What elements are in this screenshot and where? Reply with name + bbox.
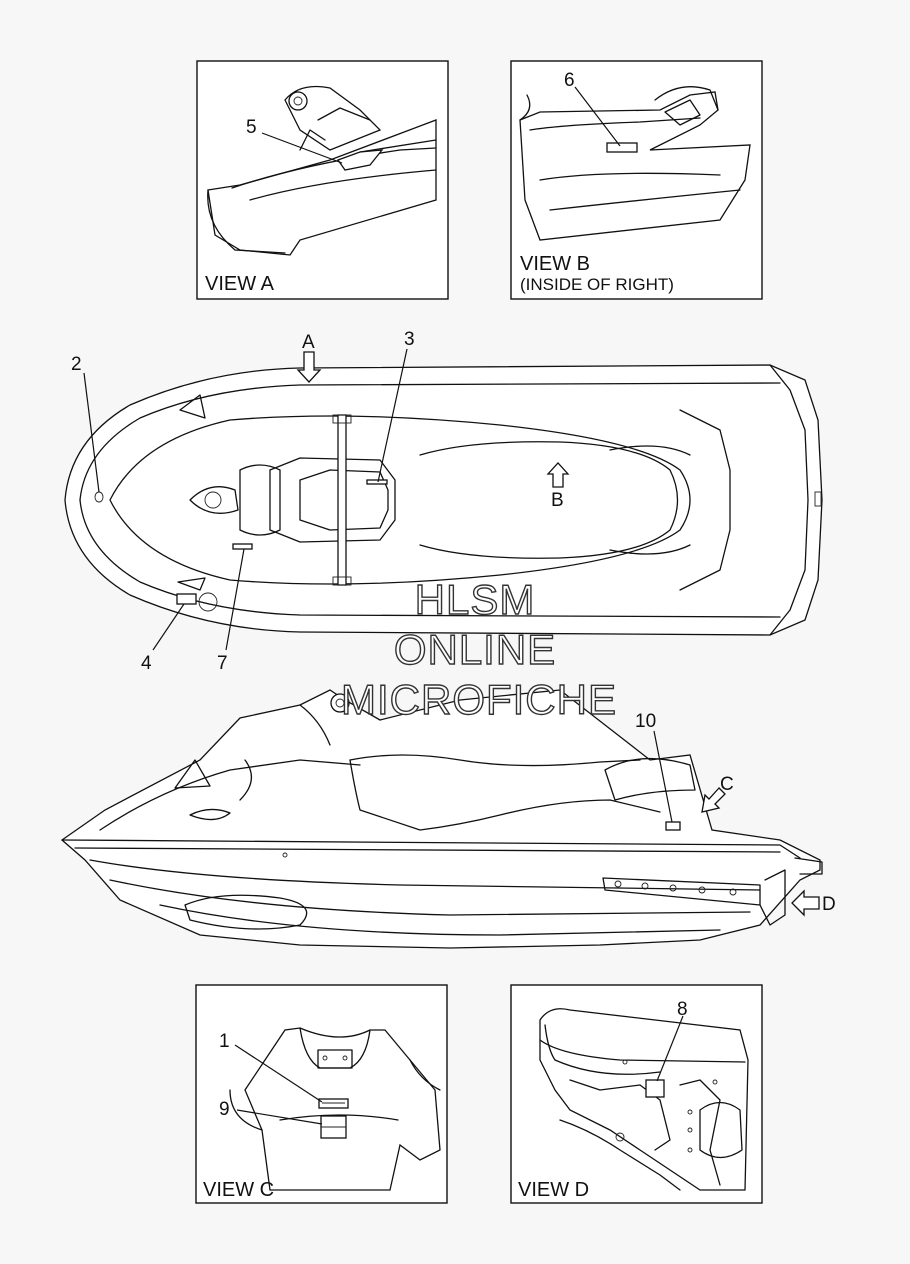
top-view-drawing	[64, 351, 823, 636]
callout-6: 6	[564, 70, 575, 91]
view-b-subcaption: (INSIDE OF RIGHT)	[520, 275, 674, 294]
callout-4: 4	[141, 653, 152, 674]
leader-8	[656, 1015, 684, 1082]
leader-3	[377, 348, 408, 483]
view-d-drawing	[539, 1008, 749, 1191]
callout-10: 10	[635, 711, 656, 732]
leader-4	[152, 603, 185, 651]
view-a-arrow-icon	[296, 351, 322, 383]
leader-10	[653, 730, 673, 823]
leader-6	[574, 86, 621, 147]
view-a-marker: A	[302, 332, 315, 353]
view-a-drawing	[207, 85, 437, 256]
watermark-line-2: ONLINE	[394, 626, 556, 673]
view-c-arrow-icon	[701, 787, 726, 813]
view-a-panel: 5 VIEW A	[196, 60, 449, 300]
view-d-caption: VIEW D	[518, 1179, 589, 1201]
view-c-marker: C	[720, 774, 734, 795]
view-a-caption: VIEW A	[205, 273, 275, 295]
callout-9: 9	[219, 1099, 230, 1120]
callout-7: 7	[217, 653, 228, 674]
side-view-drawing	[60, 689, 823, 949]
watermark: HLSM ONLINE MICROFICHE	[340, 575, 617, 723]
view-b-panel: 6 VIEW B (INSIDE OF RIGHT)	[510, 60, 763, 300]
leader-1	[234, 1044, 323, 1103]
view-c-panel: 1 9 VIEW C	[195, 984, 448, 1204]
view-c-drawing	[229, 1027, 441, 1191]
view-b-caption: VIEW B	[520, 253, 590, 275]
view-b-marker: B	[551, 490, 564, 511]
watermark-line-1: HLSM	[415, 576, 536, 623]
callout-8: 8	[677, 999, 688, 1020]
view-d-panel: 8 VIEW D	[510, 984, 763, 1204]
watermark-line-3: MICROFICHE	[341, 676, 617, 723]
callout-2: 2	[71, 354, 82, 375]
view-c-caption: VIEW C	[203, 1179, 274, 1201]
callout-1: 1	[219, 1031, 230, 1052]
leader-9	[236, 1109, 323, 1125]
callout-3: 3	[404, 329, 415, 350]
view-b-arrow-icon	[546, 462, 570, 488]
view-d-arrow-icon	[791, 889, 820, 917]
callout-5: 5	[246, 117, 257, 138]
leader-7	[225, 548, 245, 651]
view-d-marker: D	[822, 894, 836, 915]
leader-5	[261, 132, 343, 164]
leader-2	[83, 372, 100, 493]
view-b-drawing	[519, 86, 751, 241]
